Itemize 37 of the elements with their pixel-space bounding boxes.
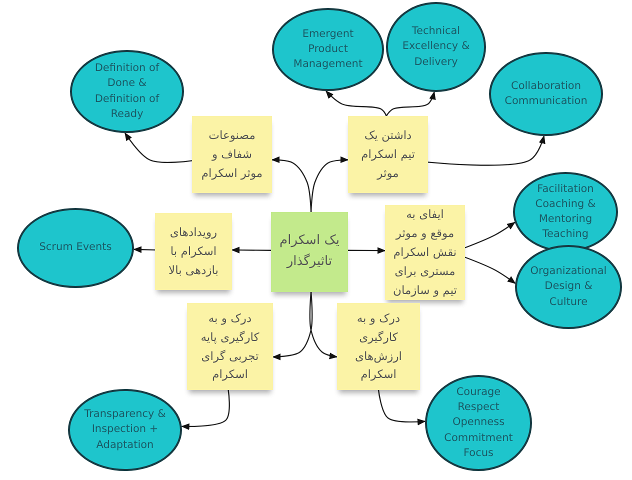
node-text: Organizational Design & Culture xyxy=(529,264,608,310)
arrow xyxy=(348,247,386,254)
sticky-note xyxy=(337,303,420,390)
arrow xyxy=(124,132,192,164)
node-text: مصنوعات شفاف و موثر اسکرام xyxy=(201,128,263,180)
node-text: Scrum Events xyxy=(39,240,112,256)
arrow xyxy=(231,246,271,254)
sticky-note xyxy=(192,116,272,193)
arrow xyxy=(133,246,156,253)
sticky-note xyxy=(385,205,465,300)
node-text: Facilitation Coaching & Mentoring Teaching xyxy=(534,182,597,242)
node-text: درک و به کارگیری پایه تجربی گرای اسکرام xyxy=(200,310,260,382)
arrow xyxy=(272,292,313,360)
node-text: Technical Excellency & Delivery xyxy=(401,24,471,70)
arrow xyxy=(464,256,516,284)
central-note xyxy=(271,212,348,292)
arrow xyxy=(309,292,338,360)
node-text: داشتن یک تیم اسکرام موثر xyxy=(361,128,415,180)
node-text: Transparency & Inspection + Adaptation xyxy=(83,407,167,453)
sticky-note xyxy=(187,303,273,390)
sticky-note xyxy=(348,116,428,193)
node-text: ایفای به موقع و موثر نقش اسکرام مستری برای تیم و سازمان xyxy=(393,207,457,297)
node-text: یک اسکرام تاثیرگذار xyxy=(280,233,340,269)
node-text: درک و به کارگیری ارزش‌های اسکرام xyxy=(355,310,402,382)
arrow xyxy=(386,91,436,116)
node-text: Courage Respect Openness Commitment Focus xyxy=(443,384,514,461)
arrow xyxy=(325,90,387,116)
arrow xyxy=(180,390,230,430)
node-text: Emergent Product Management xyxy=(292,26,364,72)
arrow xyxy=(464,222,516,248)
sticky-note xyxy=(155,213,232,290)
arrow xyxy=(428,135,546,166)
arrow xyxy=(378,390,426,426)
node-text: Collaboration Communication xyxy=(504,78,588,109)
node-text: رویدادهای اسکرام با بازدهی بالا xyxy=(168,225,218,277)
node-text: Definition of Done & Definition of Ready xyxy=(94,61,160,122)
arrow xyxy=(310,156,349,212)
